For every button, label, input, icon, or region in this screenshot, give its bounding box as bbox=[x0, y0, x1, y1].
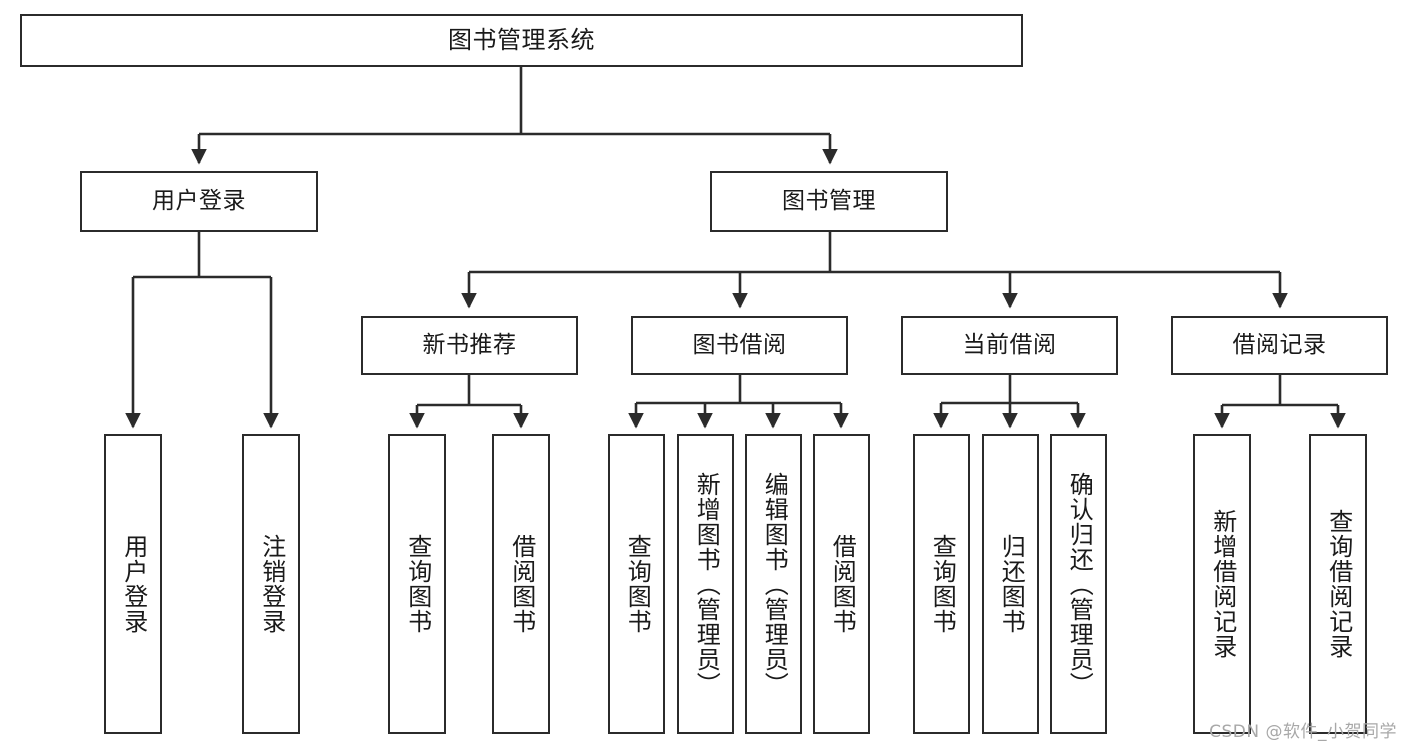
leaf-current-borrow-confirm-return-admin[interactable]: 确认归还（管理员） bbox=[1050, 434, 1107, 734]
leaf-book-borrow-query-book[interactable]: 查询图书 bbox=[608, 434, 665, 734]
leaf-book-borrow-add-book-admin[interactable]: 新增图书（管理员） bbox=[677, 434, 734, 734]
node-label: 编辑图书（管理员） bbox=[760, 471, 789, 697]
node-book-borrow[interactable]: 图书借阅 bbox=[631, 316, 848, 375]
node-label: 当前借阅 bbox=[962, 332, 1057, 359]
node-label: 借阅图书 bbox=[828, 534, 857, 634]
node-label: 用户登录 bbox=[152, 188, 246, 215]
node-label: 借阅记录 bbox=[1232, 332, 1327, 359]
node-label: 用户登录 bbox=[119, 534, 148, 634]
node-root-system[interactable]: 图书管理系统 bbox=[20, 14, 1023, 67]
leaf-user-login-login[interactable]: 用户登录 bbox=[104, 434, 162, 734]
node-label: 确认归还（管理员） bbox=[1065, 471, 1094, 697]
node-book-management[interactable]: 图书管理 bbox=[710, 171, 948, 232]
node-label: 注销登录 bbox=[257, 534, 286, 634]
node-label: 新增借阅记录 bbox=[1208, 509, 1237, 659]
node-label: 查询图书 bbox=[403, 534, 432, 634]
leaf-borrow-record-add-record[interactable]: 新增借阅记录 bbox=[1193, 434, 1251, 734]
node-label: 新书推荐 bbox=[422, 332, 517, 359]
leaf-current-borrow-return-book[interactable]: 归还图书 bbox=[982, 434, 1039, 734]
node-label: 归还图书 bbox=[997, 534, 1026, 634]
node-label: 查询图书 bbox=[623, 534, 652, 634]
node-current-borrow[interactable]: 当前借阅 bbox=[901, 316, 1118, 375]
node-label: 图书借阅 bbox=[692, 332, 787, 359]
node-new-book-recommend[interactable]: 新书推荐 bbox=[361, 316, 578, 375]
leaf-book-borrow-edit-book-admin[interactable]: 编辑图书（管理员） bbox=[745, 434, 802, 734]
leaf-user-login-logout[interactable]: 注销登录 bbox=[242, 434, 300, 734]
node-borrow-record[interactable]: 借阅记录 bbox=[1171, 316, 1388, 375]
node-label: 新增图书（管理员） bbox=[692, 471, 721, 697]
leaf-current-borrow-query-book[interactable]: 查询图书 bbox=[913, 434, 970, 734]
node-label: 图书管理系统 bbox=[448, 25, 595, 54]
node-label: 查询借阅记录 bbox=[1324, 509, 1353, 659]
leaf-book-borrow-borrow-book[interactable]: 借阅图书 bbox=[813, 434, 870, 734]
node-label: 图书管理 bbox=[782, 188, 876, 215]
node-user-login[interactable]: 用户登录 bbox=[80, 171, 318, 232]
csdn-watermark: CSDN @软件_小贺同学 bbox=[1209, 722, 1397, 742]
node-label: 查询图书 bbox=[928, 534, 957, 634]
leaf-new-book-borrow-book[interactable]: 借阅图书 bbox=[492, 434, 550, 734]
node-label: 借阅图书 bbox=[507, 534, 536, 634]
leaf-new-book-query-book[interactable]: 查询图书 bbox=[388, 434, 446, 734]
leaf-borrow-record-query-record[interactable]: 查询借阅记录 bbox=[1309, 434, 1367, 734]
